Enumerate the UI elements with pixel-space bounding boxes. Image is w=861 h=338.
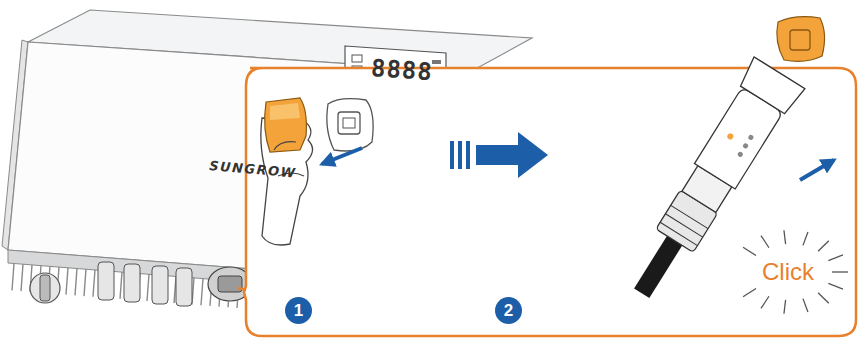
burst-ray	[832, 271, 848, 272]
lcd-icon	[352, 55, 362, 62]
burst-ray	[818, 293, 829, 303]
burst-ray	[803, 299, 808, 312]
burst-ray	[761, 296, 769, 308]
port-pins	[343, 118, 355, 128]
heatsink-fin	[12, 263, 14, 290]
burst-ray	[803, 232, 808, 245]
click-burst	[743, 230, 848, 314]
burst-ray	[743, 288, 756, 296]
move-arrow	[322, 148, 362, 164]
callout-circle: 2	[495, 297, 522, 324]
arrow-body	[476, 132, 548, 178]
plug-flange	[737, 57, 805, 116]
dc-switch	[30, 273, 60, 303]
step-arrow	[450, 132, 548, 178]
burst-ray	[828, 283, 843, 289]
indicator-dot	[737, 151, 744, 158]
nut-ridge	[660, 222, 697, 245]
dc-switch-knob	[40, 275, 50, 301]
pv-connector	[98, 262, 114, 300]
indicator-dot	[747, 134, 754, 141]
heatsink-fin	[84, 269, 86, 296]
pv-connector	[124, 264, 140, 302]
burst-ray	[743, 247, 756, 255]
burst-ray	[761, 236, 769, 248]
port-socket	[338, 112, 360, 134]
callout-number: 2	[504, 301, 513, 321]
indicator-dot	[726, 132, 734, 140]
pv-connector	[152, 266, 168, 304]
inset-leader	[238, 288, 246, 290]
cap-highlight	[270, 103, 300, 120]
indicator-dot	[742, 142, 749, 149]
nut-ridge	[671, 205, 708, 228]
port-cap	[777, 17, 825, 62]
port-outline	[327, 99, 373, 151]
burst-ray	[784, 300, 786, 314]
pv-connector	[176, 268, 192, 306]
inset-frame	[244, 68, 856, 336]
heatsink-fin	[93, 270, 95, 297]
protective-cap	[265, 98, 307, 152]
comm-port-cover	[218, 276, 242, 292]
heatsink-fin	[201, 278, 203, 305]
lcd-digits: 8888	[370, 54, 434, 86]
cap-outline	[327, 99, 373, 151]
finger-line	[274, 142, 296, 150]
burst-ray	[818, 241, 829, 251]
heatsink-fin	[66, 268, 68, 295]
nut-ridge	[665, 214, 702, 237]
callout-number: 1	[294, 301, 303, 321]
heatsink-fin	[147, 274, 149, 301]
arrow-bar	[458, 141, 462, 169]
cap-socket	[790, 30, 810, 50]
callout-circle: 1	[285, 297, 312, 324]
arrow-bar	[466, 141, 470, 169]
click-text: Click	[762, 258, 814, 286]
arrow-bar	[450, 141, 454, 169]
cap-shell	[777, 17, 825, 62]
insert-arrow	[800, 160, 834, 180]
burst-ray	[828, 255, 843, 261]
heatsink-fin	[120, 272, 122, 299]
burst-ray	[784, 230, 786, 244]
heatsink-fin	[21, 264, 23, 291]
heatsink-fin	[75, 268, 77, 295]
